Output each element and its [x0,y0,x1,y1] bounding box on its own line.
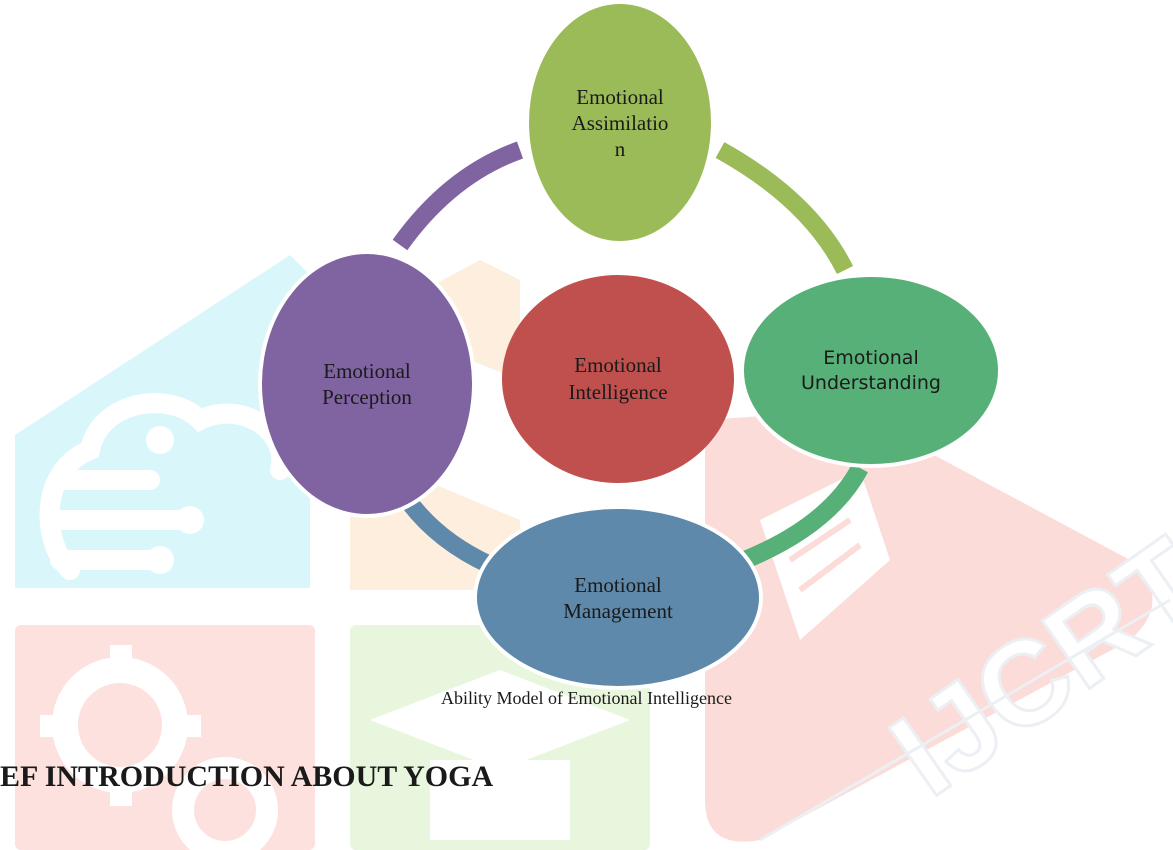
connector-left-top [392,141,524,251]
node-emotional-perception: Emotional Perception [258,250,476,518]
node-emotional-assimilation: Emotional Assimilatio n [525,0,715,245]
gear-icon [15,625,315,850]
connector-right-bottom [741,463,868,569]
node-emotional-management: Emotional Management [473,505,763,690]
node-emotional-intelligence: Emotional Intelligence [502,275,734,483]
node-emotional-management-label: Emotional Management [563,572,673,623]
node-emotional-assimilation-label: Emotional Assimilatio n [571,84,669,161]
node-emotional-understanding: Emotional Understanding [740,273,1002,468]
figure-caption: Ability Model of Emotional Intelligence [441,688,732,708]
node-emotional-understanding-label: Emotional Understanding [801,346,941,394]
section-heading: EF INTRODUCTION ABOUT YOGA [0,760,494,793]
connector-top-right [715,142,854,275]
node-emotional-perception-label: Emotional Perception [322,359,412,409]
node-emotional-intelligence-label: Emotional Intelligence [568,353,668,404]
cloud-icon [15,255,310,588]
